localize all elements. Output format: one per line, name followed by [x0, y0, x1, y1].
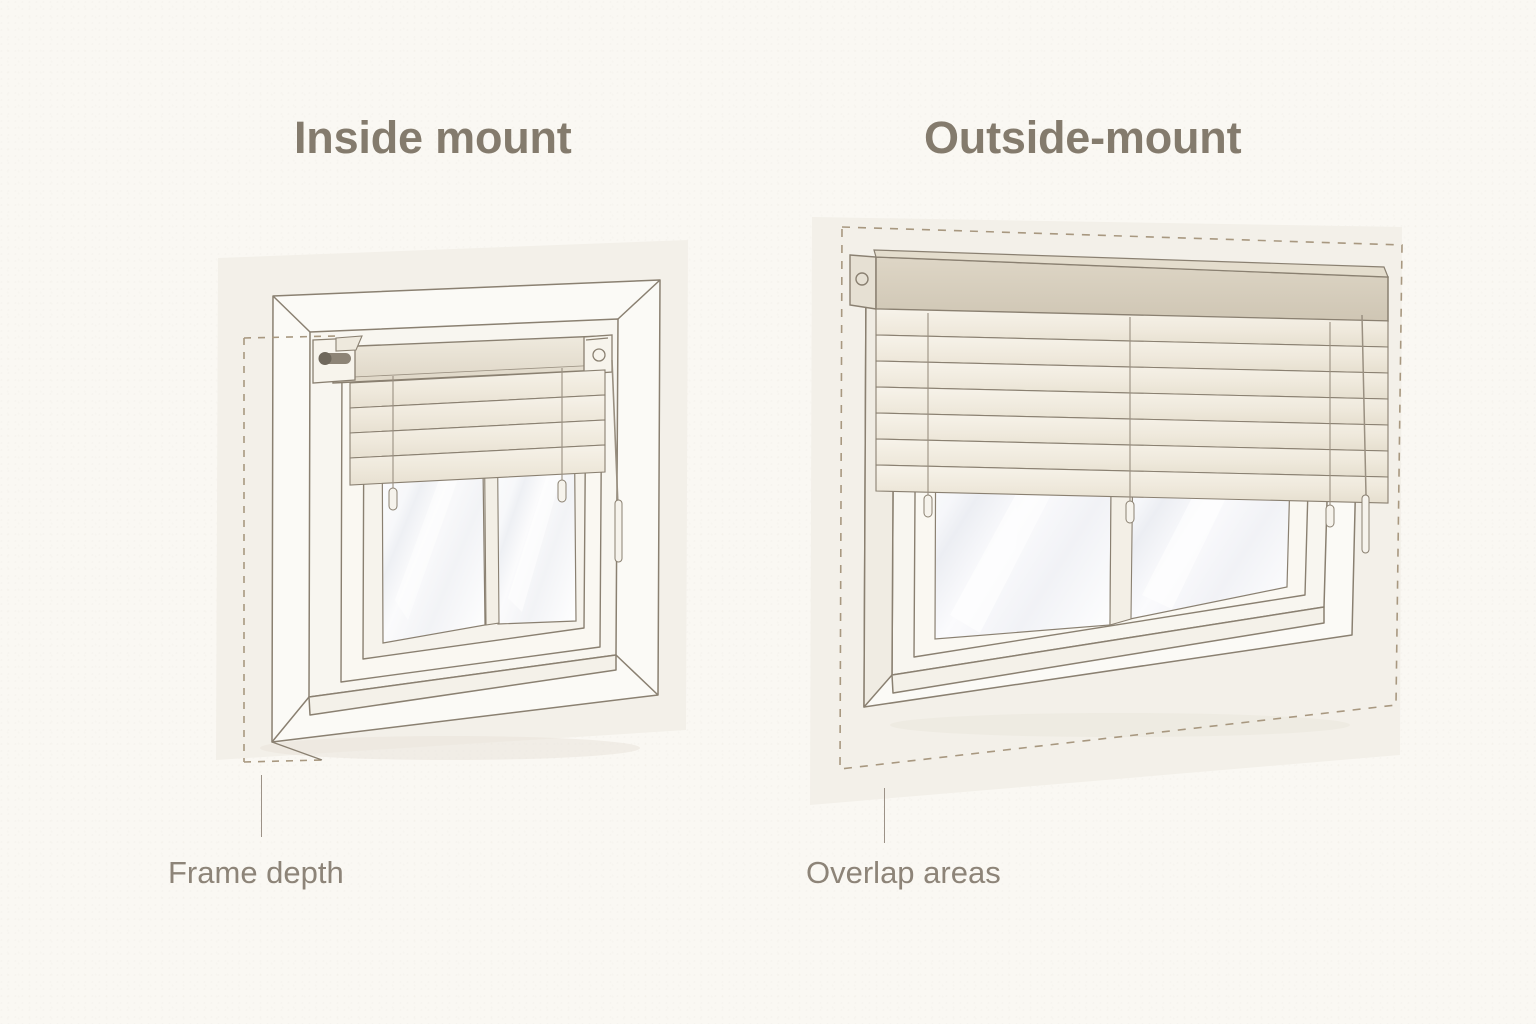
- frame-shadow: [260, 736, 640, 760]
- bracket-pin-icon: [318, 352, 351, 365]
- inside-mount-illustration: [150, 200, 750, 820]
- frame-shadow: [890, 713, 1350, 737]
- caption-frame-depth: Frame depth: [168, 855, 344, 890]
- cord-tassels: [923, 494, 1335, 528]
- blind-cords: [927, 313, 1331, 505]
- blind-slats: [349, 369, 606, 486]
- blind-valance: [849, 249, 1389, 322]
- leader-line-overlap-areas: [884, 788, 885, 843]
- caption-overlap-areas: Overlap areas: [806, 855, 1001, 890]
- depth-connector: [271, 741, 323, 761]
- tilt-wand: [611, 359, 623, 563]
- mounting-bracket-right: [583, 334, 613, 375]
- outside-mount-illustration: [790, 195, 1430, 825]
- panel-title-inside-mount: Inside mount: [294, 112, 572, 163]
- overlap-annotation: [839, 226, 1403, 770]
- headrail-end-cap-icon: [855, 272, 869, 286]
- cord-tassels: [388, 479, 567, 511]
- frame-depth-annotation: [243, 335, 337, 763]
- bracket-screw-icon: [592, 348, 606, 362]
- blind-cords: [392, 368, 563, 488]
- leader-line-frame-depth: [261, 775, 262, 837]
- tilt-wand: [1361, 314, 1370, 554]
- blind-slats: [875, 308, 1389, 504]
- panel-title-outside-mount: Outside-mount: [924, 112, 1242, 163]
- mounting-bracket-left: [312, 335, 363, 384]
